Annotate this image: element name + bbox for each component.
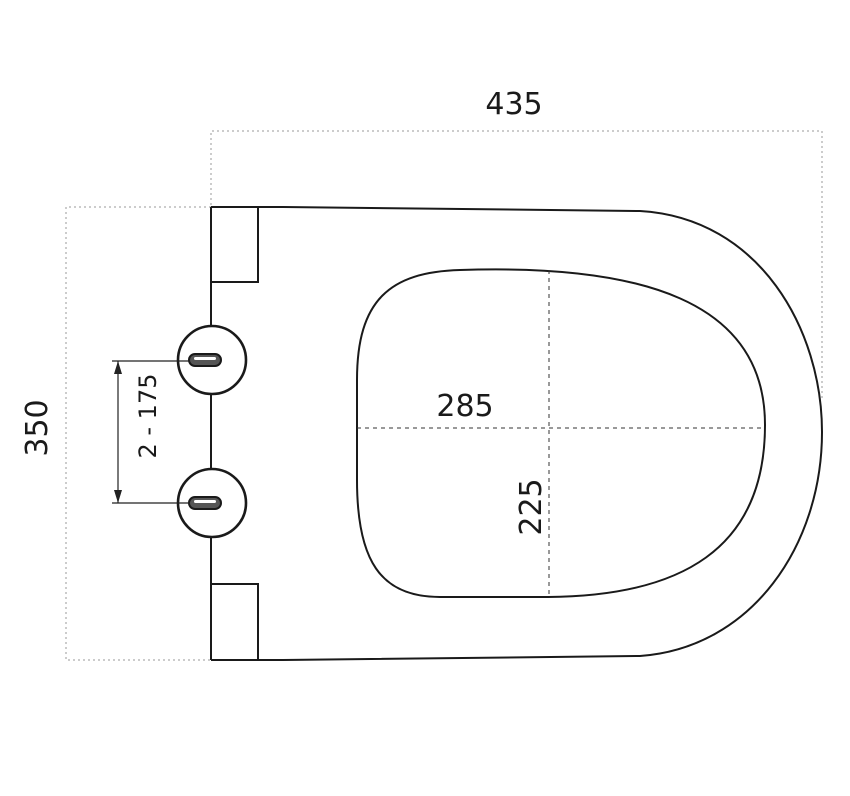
fixing-centres-dimension	[112, 360, 190, 504]
fixing-centres-label: 2 - 175	[134, 374, 162, 459]
upper-fixing-disc	[176, 324, 248, 396]
inner-width-label: 225	[514, 478, 549, 535]
width-extension-lines	[65, 206, 211, 661]
bottom-hinge-block	[211, 583, 259, 661]
top-hinge-block	[211, 206, 259, 283]
length-extension-lines	[210, 130, 823, 400]
inner-length-label: 285	[436, 389, 493, 424]
seat-outer-outline	[282, 206, 824, 661]
overall-length-label: 435	[485, 87, 542, 122]
seat-inner-opening	[356, 268, 767, 598]
overall-width-label: 350	[20, 399, 55, 456]
